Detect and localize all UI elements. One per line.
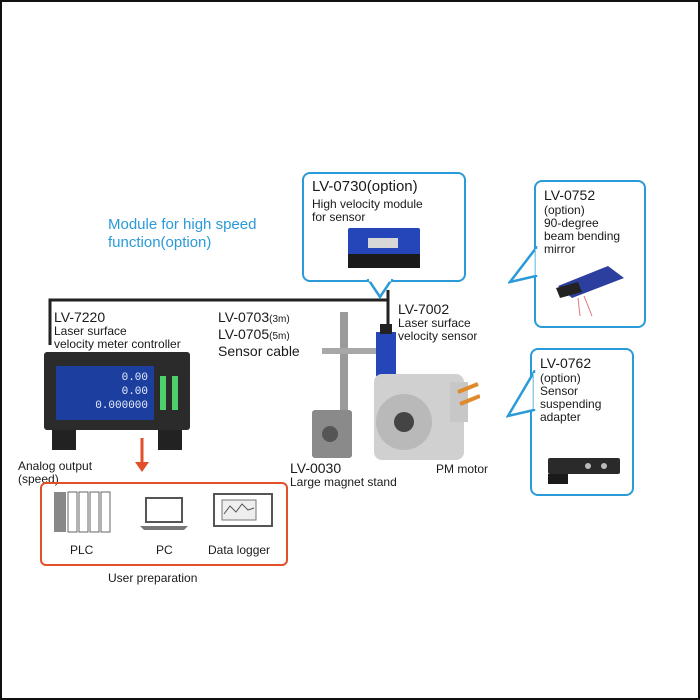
user-preparation-box: PLC PC Data logger	[40, 482, 288, 566]
controller-indicator-1	[160, 376, 166, 410]
module-option-callout: LV-0730(option) High velocity module for…	[302, 172, 466, 282]
mirror-option-desc: (option) 90-degree beam bending mirror	[544, 203, 621, 256]
cable-label: LV-0703(3m) LV-0705(5m) Sensor cable	[218, 309, 300, 359]
stand-desc: Large magnet stand	[290, 475, 397, 489]
controller-indicator-2	[172, 376, 178, 410]
suspending-adapter-image	[548, 458, 620, 484]
motor-label: PM motor	[436, 462, 489, 476]
adapter-option-model: LV-0762	[540, 355, 592, 371]
adapter-option-desc: (option) Sensor suspending adapter	[540, 371, 602, 424]
sensor-model: LV-7002	[398, 301, 450, 317]
module-heading: Module for high speed function(option)	[108, 216, 257, 251]
high-velocity-module-image	[348, 228, 420, 268]
plc-icon	[54, 491, 111, 533]
module-callout-pointer	[366, 279, 394, 300]
beam-bending-mirror-image	[556, 266, 624, 317]
mirror-callout-pointer	[508, 246, 538, 284]
controller-model: LV-7220	[54, 309, 106, 325]
stand-label: LV-0030 Large magnet stand	[290, 461, 397, 489]
sensor-label: LV-7002 Laser surface velocity sensor	[398, 302, 477, 343]
controller-desc: Laser surface velocity meter controller	[54, 324, 181, 351]
pm-motor-image	[374, 374, 480, 460]
mirror-option-model: LV-0752	[544, 187, 596, 203]
module-option-model: LV-0730(option)	[312, 178, 418, 195]
sensor-stand-motor-image	[312, 312, 480, 460]
analog-output-arrow	[135, 438, 149, 472]
adapter-option-callout: LV-0762 (option) Sensor suspending adapt…	[530, 348, 634, 496]
controller-foot-left	[52, 430, 76, 450]
pc-icon	[140, 497, 188, 530]
user-preparation-caption: User preparation	[108, 571, 198, 585]
controller-foot-right	[158, 430, 182, 450]
stand-model: LV-0030	[290, 460, 342, 476]
controller-device: 0.00 0.00 0.000000	[44, 352, 190, 430]
sensor-desc: Laser surface velocity sensor	[398, 316, 478, 343]
module-option-desc: High velocity module for sensor	[312, 197, 423, 224]
data-logger-icon	[213, 493, 273, 527]
mirror-option-callout: LV-0752 (option) 90-degree beam bending …	[534, 180, 646, 328]
user-device-data-logger: Data logger	[208, 543, 271, 557]
user-device-plc: PLC	[70, 543, 94, 557]
adapter-callout-pointer	[506, 370, 536, 418]
controller-screen: 0.00 0.00 0.000000	[56, 366, 154, 420]
user-device-pc: PC	[156, 543, 173, 557]
controller-label: LV-7220 Laser surface velocity meter con…	[54, 310, 181, 351]
